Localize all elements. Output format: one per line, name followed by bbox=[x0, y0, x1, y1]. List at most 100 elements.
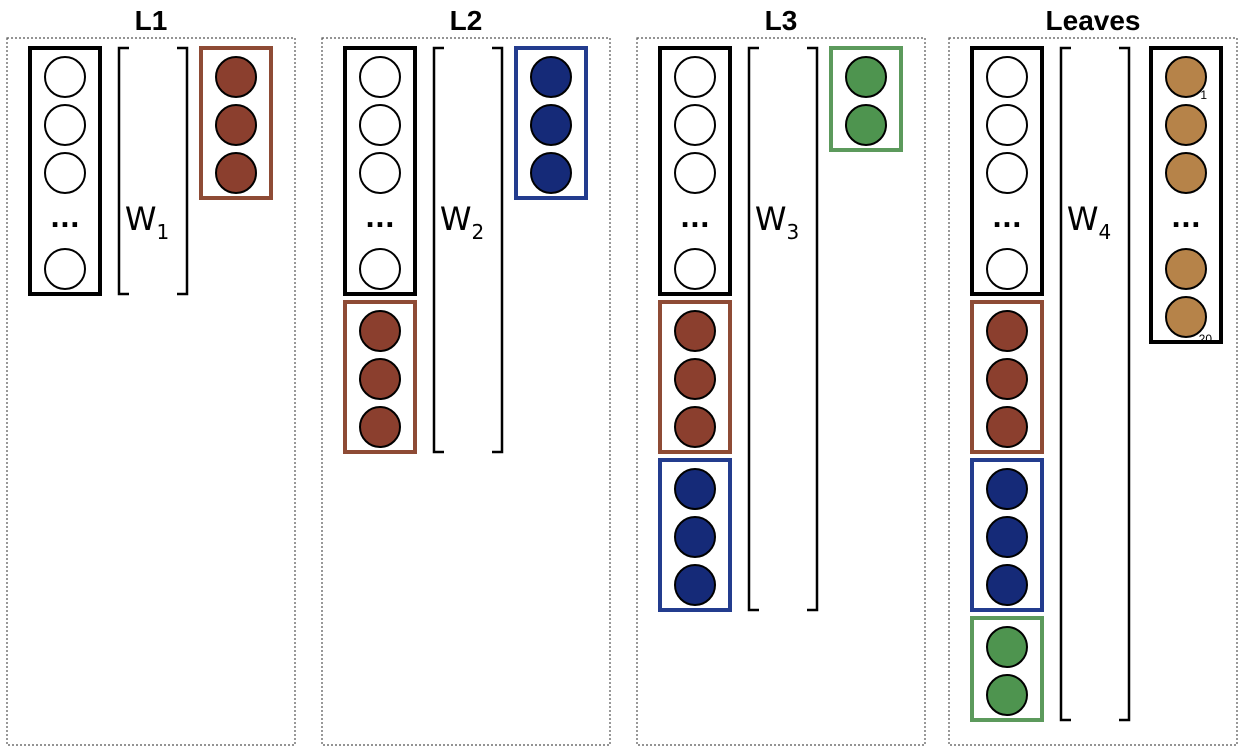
brown-node bbox=[359, 310, 401, 352]
output-blue-group-box bbox=[514, 46, 588, 200]
panel-border bbox=[321, 37, 611, 746]
blue-node bbox=[986, 468, 1028, 510]
ellipsis: ... bbox=[680, 204, 710, 234]
tan-node bbox=[1165, 104, 1207, 146]
blue-node bbox=[986, 564, 1028, 606]
input-brown-group-box bbox=[343, 300, 417, 454]
input-brown-group-box bbox=[970, 300, 1044, 454]
weight-subscript: 1 bbox=[156, 220, 169, 244]
weight-letter: W bbox=[755, 200, 787, 238]
weight-letter: W bbox=[440, 200, 472, 238]
panel-l3: L3... W3 bbox=[636, 5, 926, 746]
brown-node bbox=[986, 406, 1028, 448]
panel-border bbox=[6, 37, 296, 746]
white-node bbox=[674, 248, 716, 290]
white-node bbox=[674, 152, 716, 194]
white-node bbox=[674, 56, 716, 98]
brown-node bbox=[359, 406, 401, 448]
weight-bracket-right bbox=[177, 46, 189, 296]
brown-node bbox=[986, 310, 1028, 352]
brown-node bbox=[215, 152, 257, 194]
white-node bbox=[674, 104, 716, 146]
white-node bbox=[359, 104, 401, 146]
white-node bbox=[359, 248, 401, 290]
first-index-label: 1 bbox=[1200, 88, 1207, 102]
weight-label: W3 bbox=[755, 200, 799, 244]
ellipsis: ... bbox=[365, 204, 395, 234]
panel-border bbox=[948, 37, 1238, 746]
brown-node bbox=[986, 358, 1028, 400]
blue-node bbox=[530, 56, 572, 98]
panel-l1: L1... W1 bbox=[6, 5, 296, 746]
green-node bbox=[986, 626, 1028, 668]
weight-bracket-right bbox=[807, 46, 819, 612]
green-node bbox=[845, 56, 887, 98]
tan-node bbox=[1165, 296, 1207, 338]
white-node bbox=[44, 248, 86, 290]
brown-node bbox=[674, 358, 716, 400]
input-white-group-box bbox=[28, 46, 102, 296]
brown-node bbox=[215, 104, 257, 146]
output-green-group-box bbox=[829, 46, 903, 152]
white-node bbox=[44, 56, 86, 98]
input-blue-group-box bbox=[658, 458, 732, 612]
weight-label: W2 bbox=[440, 200, 484, 244]
input-white-group-box bbox=[970, 46, 1044, 296]
white-node bbox=[44, 104, 86, 146]
panel-l2: L2... W2 bbox=[321, 5, 611, 746]
weight-bracket-left bbox=[117, 46, 129, 296]
panel-border bbox=[636, 37, 926, 746]
input-white-group-box bbox=[658, 46, 732, 296]
panel-title: L1 bbox=[135, 5, 168, 36]
white-node bbox=[986, 104, 1028, 146]
panel-title: L2 bbox=[450, 5, 483, 36]
weight-subscript: 3 bbox=[786, 220, 799, 244]
white-node bbox=[44, 152, 86, 194]
weight-subscript: 4 bbox=[1098, 220, 1111, 244]
white-node bbox=[986, 248, 1028, 290]
weight-subscript: 2 bbox=[471, 220, 484, 244]
weight-bracket-left bbox=[1059, 46, 1071, 722]
brown-node bbox=[215, 56, 257, 98]
blue-node bbox=[674, 516, 716, 558]
blue-node bbox=[674, 564, 716, 606]
tan-node bbox=[1165, 248, 1207, 290]
white-node bbox=[986, 56, 1028, 98]
brown-node bbox=[674, 310, 716, 352]
blue-node bbox=[530, 104, 572, 146]
weight-bracket-right bbox=[492, 46, 504, 454]
panel-title: Leaves bbox=[1046, 5, 1141, 36]
output-tan-group-box bbox=[1149, 46, 1223, 344]
brown-node bbox=[359, 358, 401, 400]
weight-letter: W bbox=[1067, 200, 1099, 238]
panel-title: L3 bbox=[765, 5, 798, 36]
ellipsis: ... bbox=[50, 204, 80, 234]
output-brown-group-box bbox=[199, 46, 273, 200]
last-index-label: 20 bbox=[1199, 332, 1213, 346]
weight-bracket-right bbox=[1119, 46, 1131, 722]
ellipsis: ... bbox=[992, 204, 1022, 234]
tan-node bbox=[1165, 152, 1207, 194]
green-node bbox=[986, 674, 1028, 716]
panel-leaves: Leaves... W4... 1 20 bbox=[948, 5, 1238, 746]
weight-label: W1 bbox=[125, 200, 169, 244]
ellipsis: ... bbox=[1171, 204, 1201, 234]
weight-letter: W bbox=[125, 200, 157, 238]
blue-node bbox=[674, 468, 716, 510]
weight-bracket-left bbox=[432, 46, 444, 454]
green-node bbox=[845, 104, 887, 146]
white-node bbox=[359, 152, 401, 194]
tan-node bbox=[1165, 56, 1207, 98]
weight-label: W4 bbox=[1067, 200, 1111, 244]
weight-bracket-left bbox=[747, 46, 759, 612]
white-node bbox=[359, 56, 401, 98]
blue-node bbox=[986, 516, 1028, 558]
input-blue-group-box bbox=[970, 458, 1044, 612]
blue-node bbox=[530, 152, 572, 194]
input-white-group-box bbox=[343, 46, 417, 296]
white-node bbox=[986, 152, 1028, 194]
input-green-group-box bbox=[970, 616, 1044, 722]
input-brown-group-box bbox=[658, 300, 732, 454]
brown-node bbox=[674, 406, 716, 448]
